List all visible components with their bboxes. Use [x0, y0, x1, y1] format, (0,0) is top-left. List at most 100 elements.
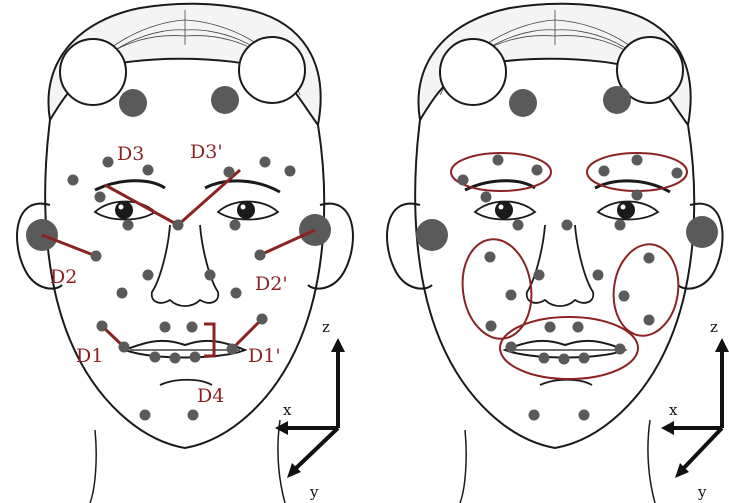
marker — [485, 252, 496, 263]
marker — [257, 314, 268, 325]
right-ear-marker-left — [416, 219, 448, 251]
label-d3-prime: D3' — [190, 141, 223, 163]
marker — [97, 321, 108, 332]
marker — [534, 270, 545, 281]
marker — [140, 410, 151, 421]
marker — [632, 190, 643, 201]
marker — [672, 168, 683, 179]
marker — [205, 270, 216, 281]
marker — [615, 220, 626, 231]
right-x-label: x — [669, 401, 678, 419]
left-y-label: y — [309, 483, 319, 501]
marker — [579, 353, 590, 364]
left-nose — [152, 225, 219, 306]
marker — [632, 155, 643, 166]
marker — [231, 288, 242, 299]
label-d3: D3 — [117, 143, 144, 165]
left-forehead-marker-left — [119, 89, 147, 117]
right-nose — [527, 225, 594, 306]
marker — [230, 220, 241, 231]
marker — [481, 192, 492, 203]
marker — [644, 253, 655, 264]
left-x-label: x — [283, 401, 292, 419]
marker — [227, 344, 238, 355]
right-headband-marker-left — [440, 39, 506, 105]
right-forehead-marker-left — [509, 89, 537, 117]
marker — [173, 220, 184, 231]
marker — [68, 175, 79, 186]
right-region-outlines — [451, 153, 687, 379]
marker — [255, 250, 266, 261]
marker — [579, 410, 590, 421]
left-distance-lines — [42, 170, 315, 356]
label-d4: D4 — [197, 385, 224, 407]
marker — [285, 166, 296, 177]
marker — [559, 354, 570, 365]
left-z-label: z — [322, 318, 330, 336]
left-eye-right — [218, 201, 278, 220]
marker — [91, 251, 102, 262]
label-d2-prime: D2' — [255, 273, 288, 295]
right-face-outline — [415, 120, 694, 448]
marker — [95, 192, 106, 203]
right-axis-labels: z x y — [669, 318, 718, 501]
marker — [224, 167, 235, 178]
right-ear-marker-right — [686, 216, 718, 248]
marker — [599, 166, 610, 177]
right-chin — [540, 380, 592, 385]
marker — [187, 322, 198, 333]
label-d2: D2 — [50, 266, 77, 288]
marker — [562, 220, 573, 231]
marker — [539, 353, 550, 364]
marker — [143, 165, 154, 176]
marker — [123, 220, 134, 231]
marker — [493, 155, 504, 166]
marker — [644, 315, 655, 326]
marker — [506, 290, 517, 301]
right-z-label: z — [710, 318, 718, 336]
right-y-axis — [680, 428, 722, 472]
left-headband-marker-right — [239, 37, 305, 103]
label-d1: D1 — [76, 345, 103, 367]
marker — [619, 291, 630, 302]
marker — [615, 344, 626, 355]
left-forehead-marker-right — [211, 86, 239, 114]
marker — [593, 270, 604, 281]
left-eye-left — [95, 201, 155, 220]
right-neck — [460, 420, 655, 503]
marker — [170, 353, 181, 364]
marker — [190, 352, 201, 363]
marker — [486, 321, 497, 332]
left-neck — [90, 420, 285, 503]
left-z-arrow — [331, 338, 345, 352]
label-d1-prime: D1' — [248, 345, 281, 367]
marker — [143, 270, 154, 281]
marker — [103, 157, 114, 168]
marker — [532, 165, 543, 176]
right-z-arrow — [715, 338, 729, 352]
right-y-label: y — [697, 483, 707, 501]
marker — [260, 157, 271, 168]
right-x-arrow — [661, 421, 674, 435]
marker — [117, 288, 128, 299]
right-eye-right — [598, 201, 658, 220]
marker — [188, 410, 199, 421]
left-face-panel: D3 D3' D2 D2' D1 D1' D4 z x y — [17, 4, 353, 503]
marker — [529, 410, 540, 421]
marker — [506, 342, 517, 353]
marker — [513, 220, 524, 231]
marker — [458, 175, 469, 186]
left-headband-marker-left — [60, 39, 126, 105]
left-y-axis — [292, 428, 338, 472]
left-x-arrow — [275, 421, 288, 435]
region-left-cheek — [456, 235, 537, 343]
marker — [160, 322, 171, 333]
right-forehead-marker-right — [603, 86, 631, 114]
marker — [150, 352, 161, 363]
right-face-panel: z x y — [387, 4, 729, 503]
marker — [545, 322, 556, 333]
marker — [573, 322, 584, 333]
marker — [119, 342, 130, 353]
right-eye-left — [475, 201, 535, 220]
